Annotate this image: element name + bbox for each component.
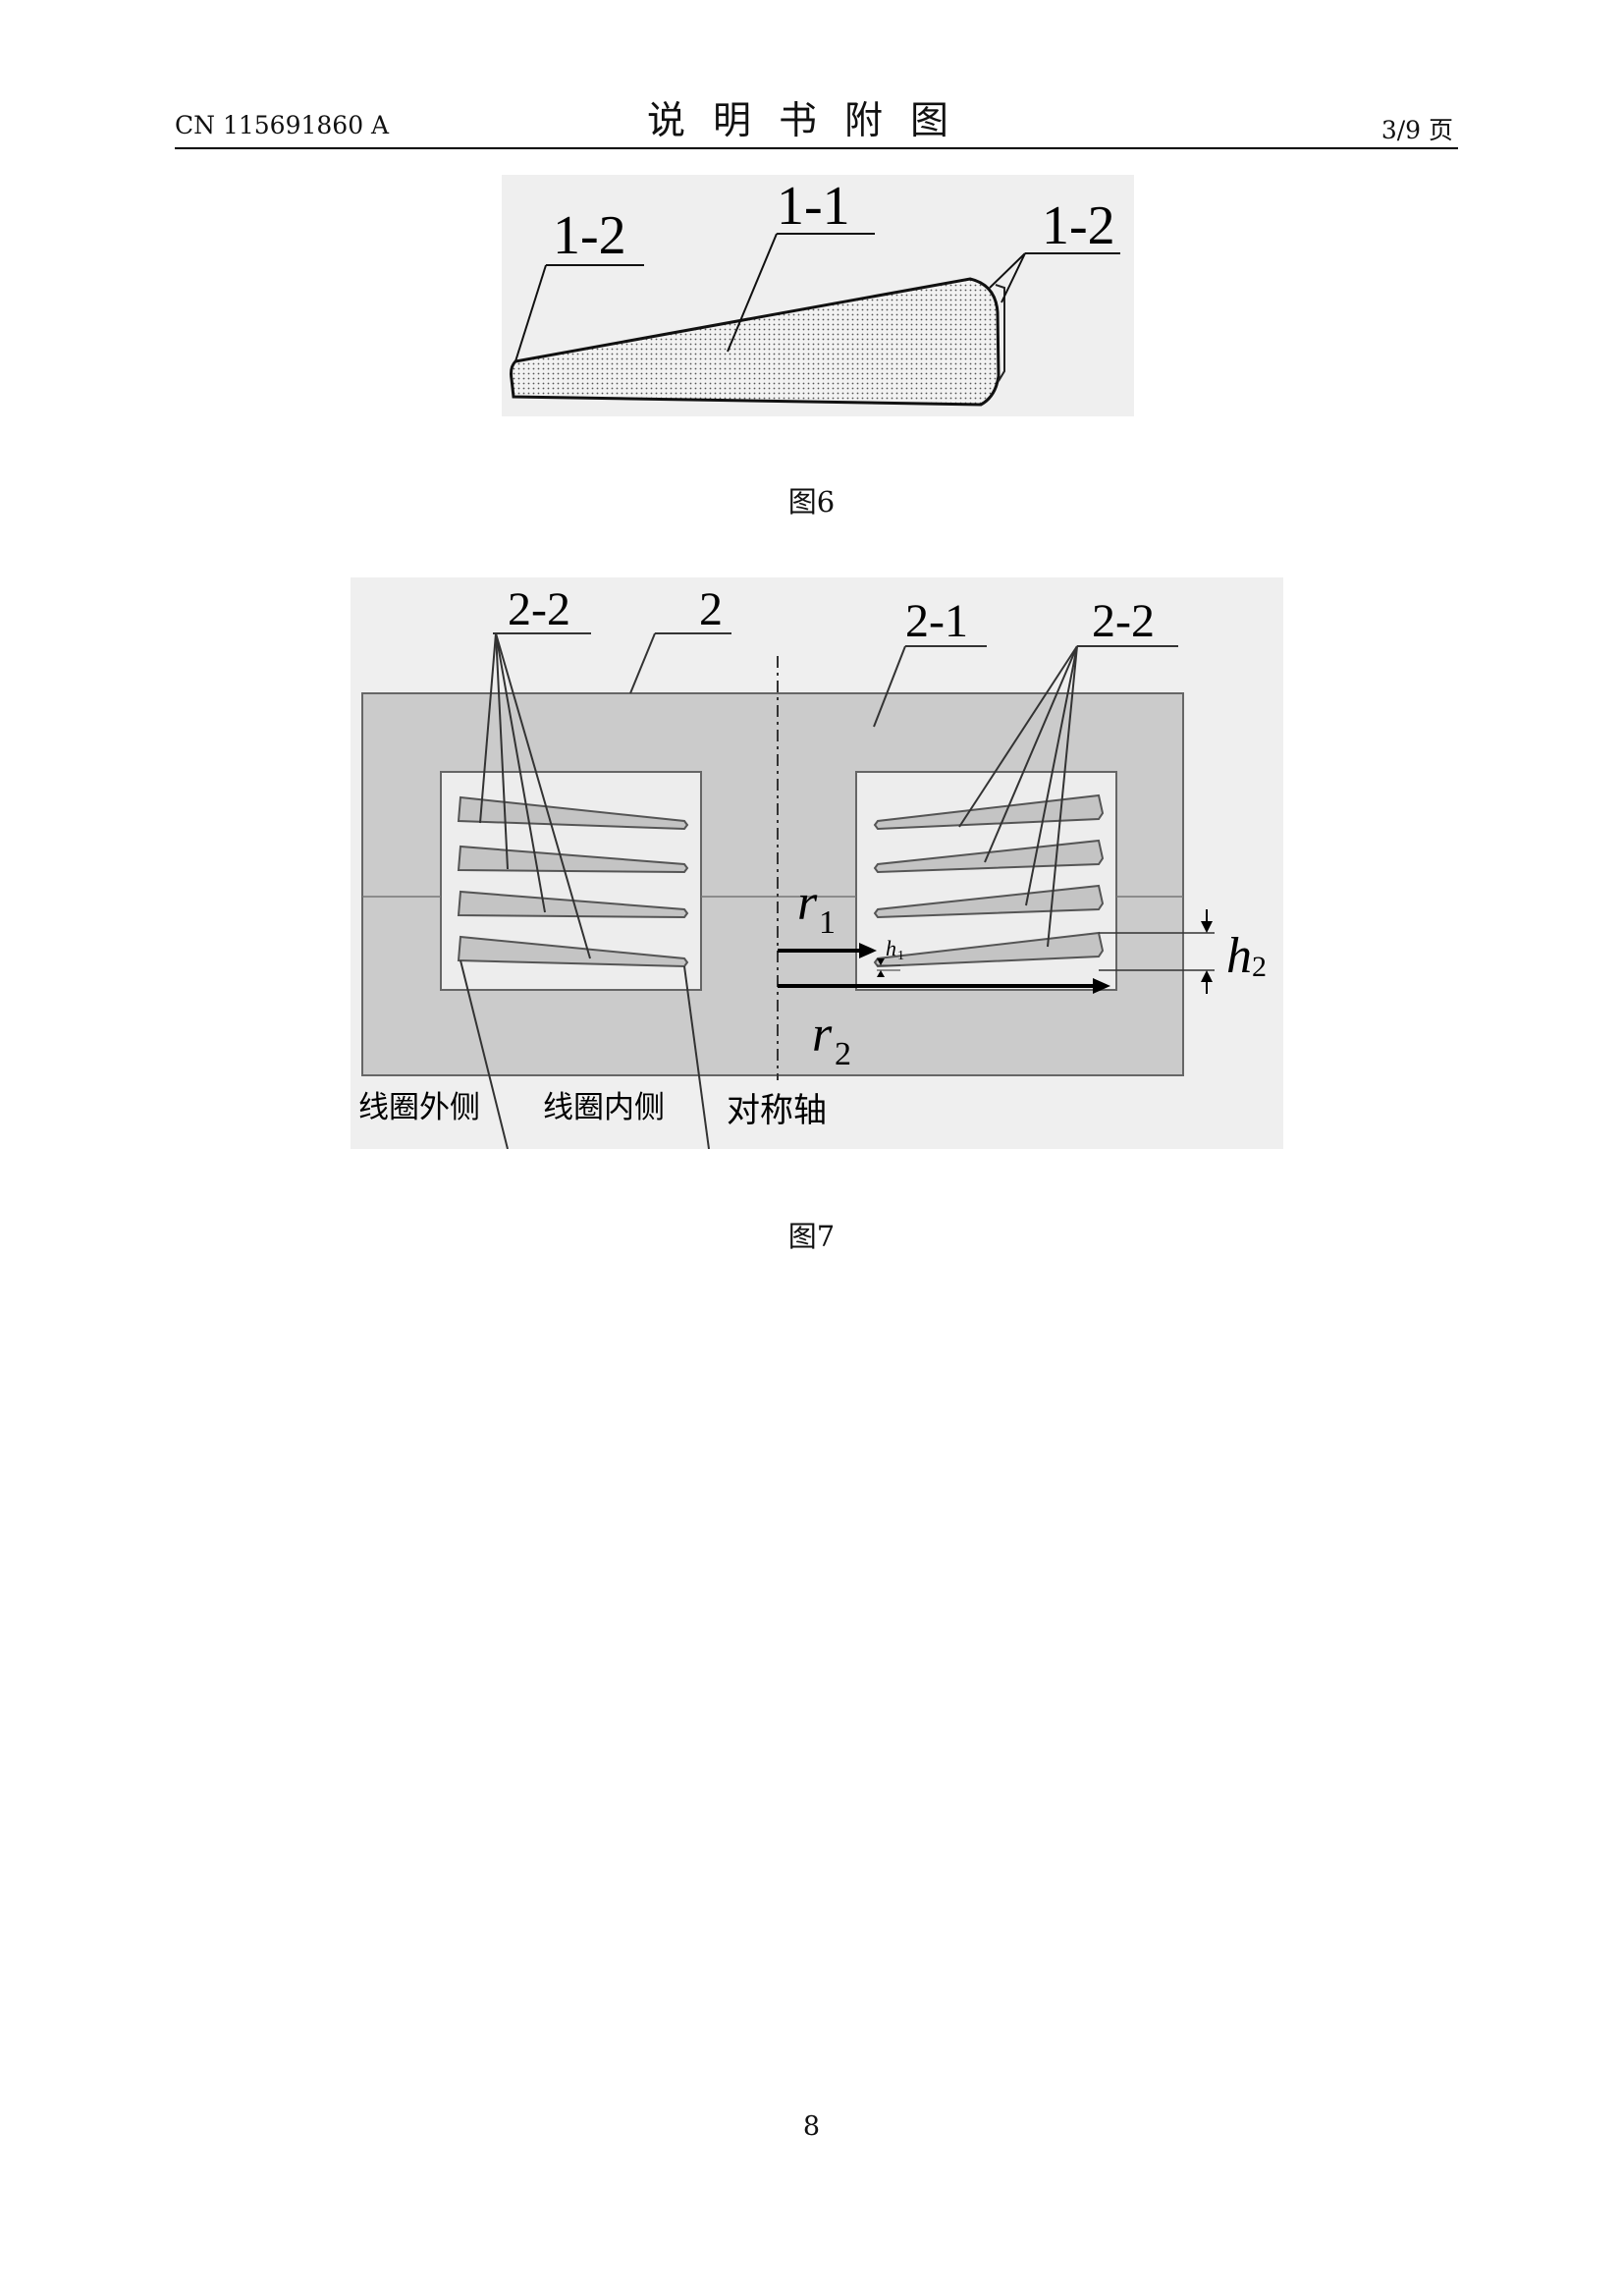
leader-right-turns-4	[1047, 645, 1078, 948]
h2-arrow-top	[1201, 921, 1213, 933]
figure-7: 2-2 2 2-1 2-2 r 1 h 1 h 2 r 2 线圈外侧 线圈内侧 …	[351, 577, 1283, 1149]
label-r1-sub: 1	[819, 904, 836, 941]
wedge-shape	[510, 277, 1001, 407]
leader-core	[629, 632, 656, 694]
leader-left	[514, 264, 547, 362]
label-h2-sub: 2	[1252, 951, 1267, 983]
leader-right-b	[1001, 252, 1026, 303]
label-core: 2	[699, 583, 723, 635]
label-r2-letter: r	[812, 1007, 833, 1063]
label-h2-letter: h	[1226, 928, 1252, 984]
left-turn-1	[457, 795, 689, 831]
leader-left-turns-1	[479, 632, 497, 824]
h1-arrow-bottom	[877, 970, 885, 977]
label-right-turns: 2-2	[1092, 595, 1155, 647]
label-r1-letter: r	[797, 875, 818, 931]
label-h1-letter: h	[886, 936, 896, 960]
label-coil-outer: 线圈外侧	[358, 1090, 480, 1125]
label-coil-inner: 线圈内侧	[543, 1090, 665, 1125]
right-turn-2	[873, 839, 1105, 874]
leader-coil-outer	[460, 959, 509, 1149]
label-h1-sub: 1	[897, 949, 904, 963]
label-winding: 2-1	[905, 595, 968, 647]
left-turn-2	[457, 845, 689, 874]
r2-arrow-head	[1093, 978, 1110, 994]
leader-coil-inner	[683, 965, 710, 1149]
leader-right-turns-2	[984, 645, 1078, 863]
publication-number: CN 115691860 A	[175, 111, 390, 139]
page-number: 8	[802, 2111, 821, 2142]
h1-arrow-top	[877, 958, 885, 965]
leader-left-turns-4	[495, 632, 591, 959]
leader-winding	[873, 645, 906, 728]
leader-body	[727, 233, 778, 353]
header-rule	[175, 147, 1458, 149]
r1-arrow-head	[859, 943, 877, 958]
wedge-end-edge	[995, 284, 1005, 382]
label-left-end: 1-2	[553, 205, 626, 266]
leader-left-turns-3	[495, 632, 546, 913]
leader-right-turns-1	[958, 645, 1078, 828]
figure-7-caption: 图7	[787, 1220, 836, 1253]
leader-left-turns-2	[495, 632, 509, 870]
leader-right-turns-3	[1025, 645, 1078, 906]
figure-6: 1-2 1-1 1-2	[502, 175, 1134, 416]
h2-arrow-bottom	[1201, 970, 1213, 982]
page-title: 说明书附图	[646, 99, 976, 143]
left-turn-3	[457, 890, 689, 919]
label-r2-sub: 2	[835, 1036, 851, 1072]
label-body: 1-1	[777, 176, 850, 237]
leader-right-a	[989, 252, 1026, 289]
label-left-turns: 2-2	[508, 583, 570, 635]
label-symmetry-axis: 对称轴	[727, 1091, 827, 1130]
label-right-end: 1-2	[1042, 195, 1115, 256]
page-indicator: 3/9 页	[1380, 116, 1453, 144]
figure-6-caption: 图6	[787, 485, 836, 519]
left-turn-4	[457, 935, 689, 968]
right-turn-3	[873, 884, 1105, 919]
